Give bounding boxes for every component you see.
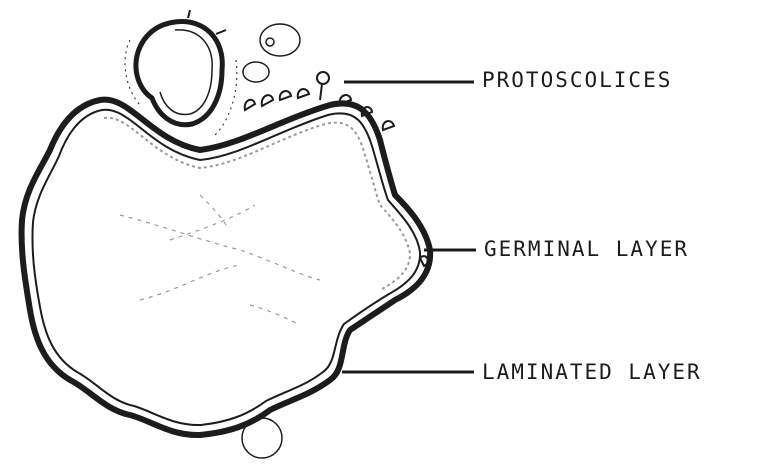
bud [262, 95, 273, 106]
laminated-layer-outer [22, 100, 431, 435]
bud [298, 89, 309, 98]
bud [280, 91, 291, 100]
brood-capsule-outer [136, 22, 222, 125]
daughter-cysts [242, 24, 300, 458]
daughter-cyst [242, 418, 282, 458]
brood-capsule-inner [160, 30, 212, 115]
bud [383, 121, 394, 130]
daughter-cyst [243, 62, 269, 82]
label-germinal-layer: GERMINAL LAYER [484, 239, 689, 260]
cyst-wall [22, 100, 431, 435]
bud [245, 100, 255, 110]
daughter-cyst-nucleus [266, 38, 274, 46]
bud [320, 84, 322, 100]
label-protoscolices: PROTOSCOLICES [482, 70, 672, 91]
bud-head [317, 72, 329, 84]
label-laminated-layer: LAMINATED LAYER [482, 362, 702, 383]
cyst-interior-markings [120, 195, 320, 325]
germinal-layer-inner [32, 110, 420, 425]
